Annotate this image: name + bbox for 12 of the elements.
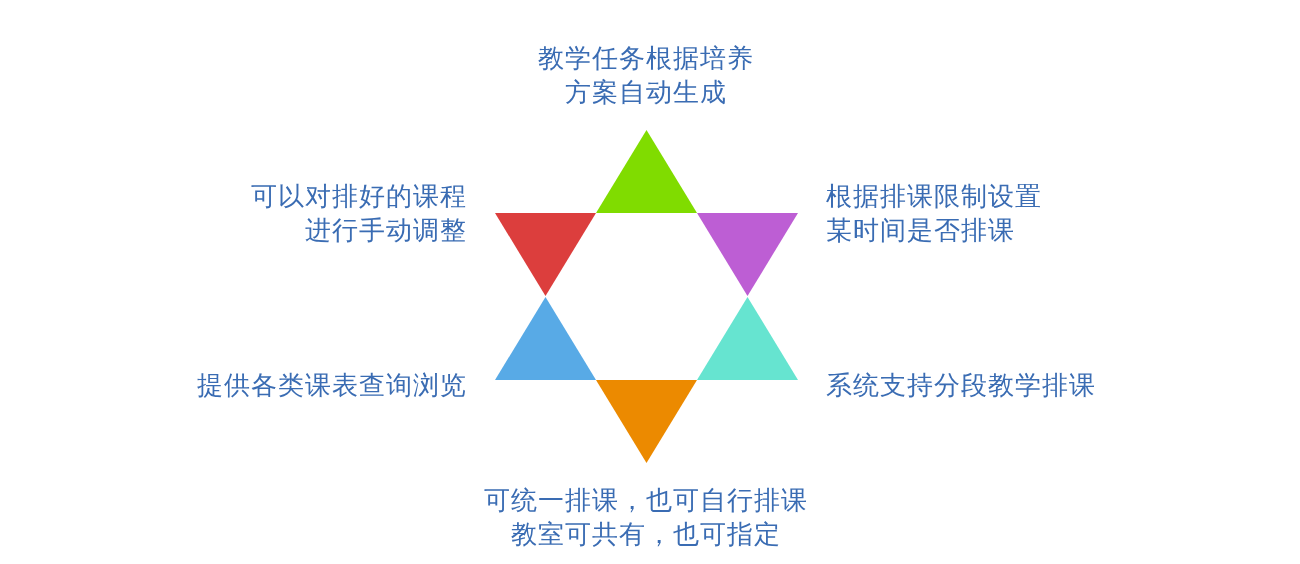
triangle-shape — [495, 213, 596, 296]
feature-text: 提供各类课表查询浏览 — [196, 369, 467, 402]
feature-text: 教学任务根据培养方案自动生成 — [537, 42, 755, 109]
triangle-shape — [697, 213, 798, 296]
feature-text: 可统一排课，也可自行排课教室可共有，也可指定 — [483, 484, 809, 551]
triangle-shape — [697, 297, 798, 380]
triangle-shape — [596, 130, 697, 213]
triangle-shape — [596, 380, 697, 463]
feature-text: 可以对排好的课程进行手动调整 — [250, 180, 467, 247]
feature-text: 根据排课限制设置某时间是否排课 — [826, 180, 1043, 247]
feature-text: 系统支持分段教学排课 — [826, 369, 1097, 402]
triangle-shape — [495, 297, 596, 380]
